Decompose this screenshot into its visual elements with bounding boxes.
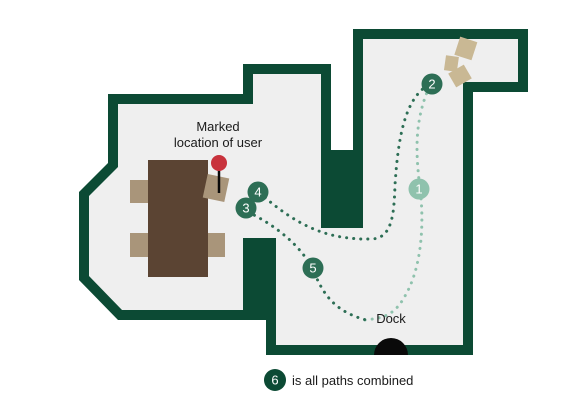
step-number: 5 [309, 261, 316, 276]
legend-number: 6 [271, 373, 278, 388]
dock-label: Dock [376, 311, 406, 326]
step-marker-1: 1 [408, 178, 430, 200]
legend: 6 is all paths combined [264, 369, 413, 391]
path-dark [260, 83, 430, 241]
step-marker-2: 2 [421, 73, 443, 95]
user-location-label-line2: location of user [174, 135, 263, 150]
legend-text: is all paths combined [292, 373, 413, 388]
partition-wall-upper [331, 150, 353, 218]
step-circle [302, 257, 324, 279]
boxes-icon [443, 36, 478, 88]
step-circle [247, 181, 269, 203]
step-marker-3: 3 [235, 197, 257, 219]
legend-marker [264, 369, 286, 391]
dining-table-icon [130, 160, 230, 277]
step-number: 2 [428, 77, 435, 92]
user-location-pin-icon [211, 155, 227, 193]
partition-wall-lower [243, 238, 276, 320]
step-number: 4 [254, 185, 261, 200]
step-circle [421, 73, 443, 95]
step-marker-4: 4 [247, 181, 269, 203]
path-light [363, 83, 432, 322]
step-circle [235, 197, 257, 219]
dock-icon [374, 338, 408, 355]
step-circle [408, 178, 430, 200]
step-marker-5: 5 [302, 257, 324, 279]
step-number: 3 [242, 201, 249, 216]
step-number: 1 [415, 182, 422, 197]
user-location-label-line1: Marked [196, 119, 239, 134]
